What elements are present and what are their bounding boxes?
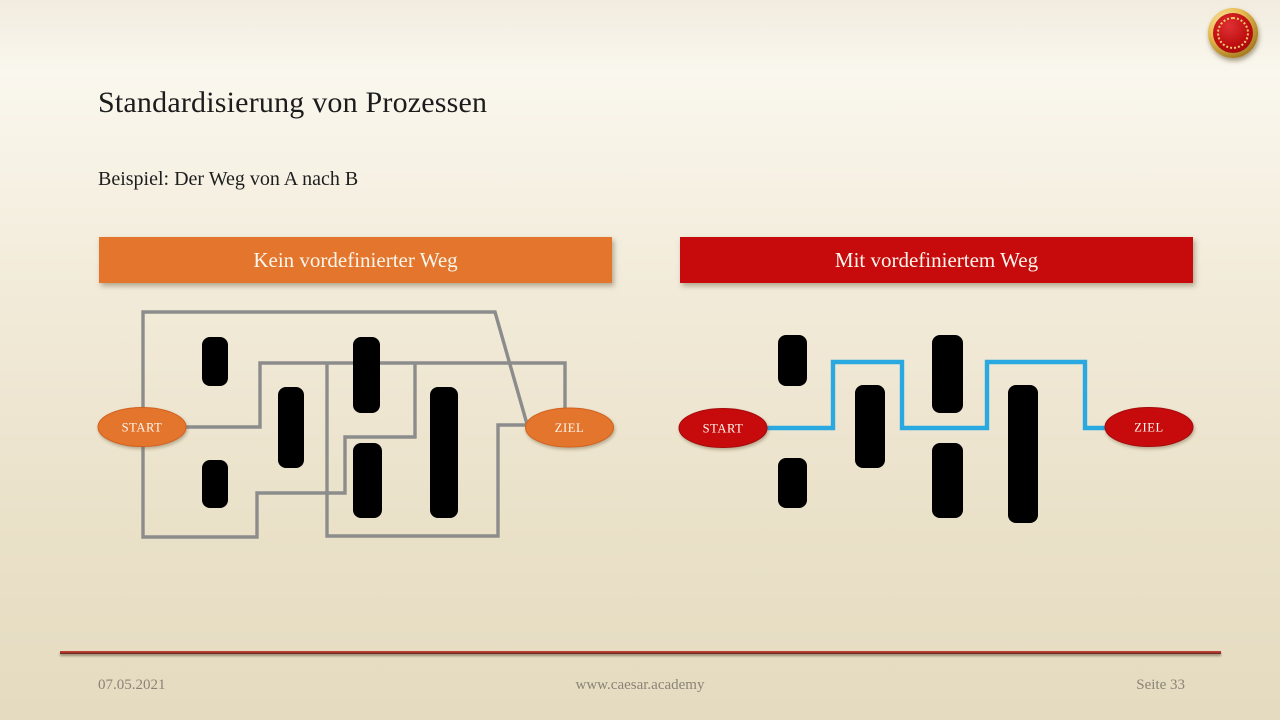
route-segment-1 (186, 361, 567, 429)
start-label: START (703, 422, 744, 436)
footer-divider-line (60, 651, 1221, 654)
obstacle-block (202, 460, 228, 508)
ziel-node-left: ZIEL (525, 407, 614, 448)
obstacle-block (278, 387, 304, 468)
header-bar-predefined-path: Mit vordefiniertem Weg (680, 237, 1193, 283)
start-node-left: START (97, 407, 187, 447)
predefined-route-line (766, 359, 1105, 431)
obstacle-block (430, 387, 458, 518)
ziel-oval (525, 407, 614, 448)
obstacle-block (778, 335, 807, 386)
obstacle-block (1008, 385, 1038, 523)
start-oval (97, 407, 187, 447)
obstacle-block (202, 337, 228, 386)
ziel-node-right: ZIEL (1104, 407, 1194, 447)
header-bar-no-predefined-path: Kein vordefinierter Weg (99, 237, 612, 283)
obstacle-block (932, 443, 963, 518)
route-segment-2 (141, 310, 529, 539)
ziel-oval (1104, 407, 1194, 447)
footer-page-number: Seite 33 (1136, 677, 1185, 693)
start-node-right: START (678, 408, 768, 448)
chaotic-route-lines (141, 310, 567, 539)
start-oval (678, 408, 768, 448)
obstacle-block (353, 443, 382, 518)
footer-date: 07.05.2021 (98, 677, 166, 693)
page-subtitle: Beispiel: Der Weg von A nach B (98, 168, 359, 190)
obstacle-block (932, 335, 963, 413)
header-bar-right-label: Mit vordefiniertem Weg (834, 248, 1039, 272)
diagram-no-predefined-path: START ZIEL (97, 310, 614, 539)
obstacle-blocks-right (778, 335, 1038, 523)
obstacle-block (778, 458, 807, 508)
page-title: Standardisierung von Prozessen (98, 86, 488, 119)
route-segment-3 (325, 363, 527, 538)
start-label: START (122, 421, 163, 435)
caesar-academy-logo (1208, 8, 1258, 58)
logo-red-core-icon (1213, 13, 1253, 53)
ziel-label: ZIEL (555, 421, 584, 435)
obstacle-block (855, 385, 885, 468)
obstacle-block (353, 337, 380, 413)
header-bar-left-label: Kein vordefinierter Weg (253, 248, 458, 272)
obstacle-blocks-left (202, 337, 458, 518)
footer-website: www.caesar.academy (575, 677, 705, 693)
logo-laurel-wreath-icon (1217, 17, 1249, 49)
diagram-predefined-path: START ZIEL (678, 335, 1194, 523)
ziel-label: ZIEL (1134, 421, 1163, 435)
